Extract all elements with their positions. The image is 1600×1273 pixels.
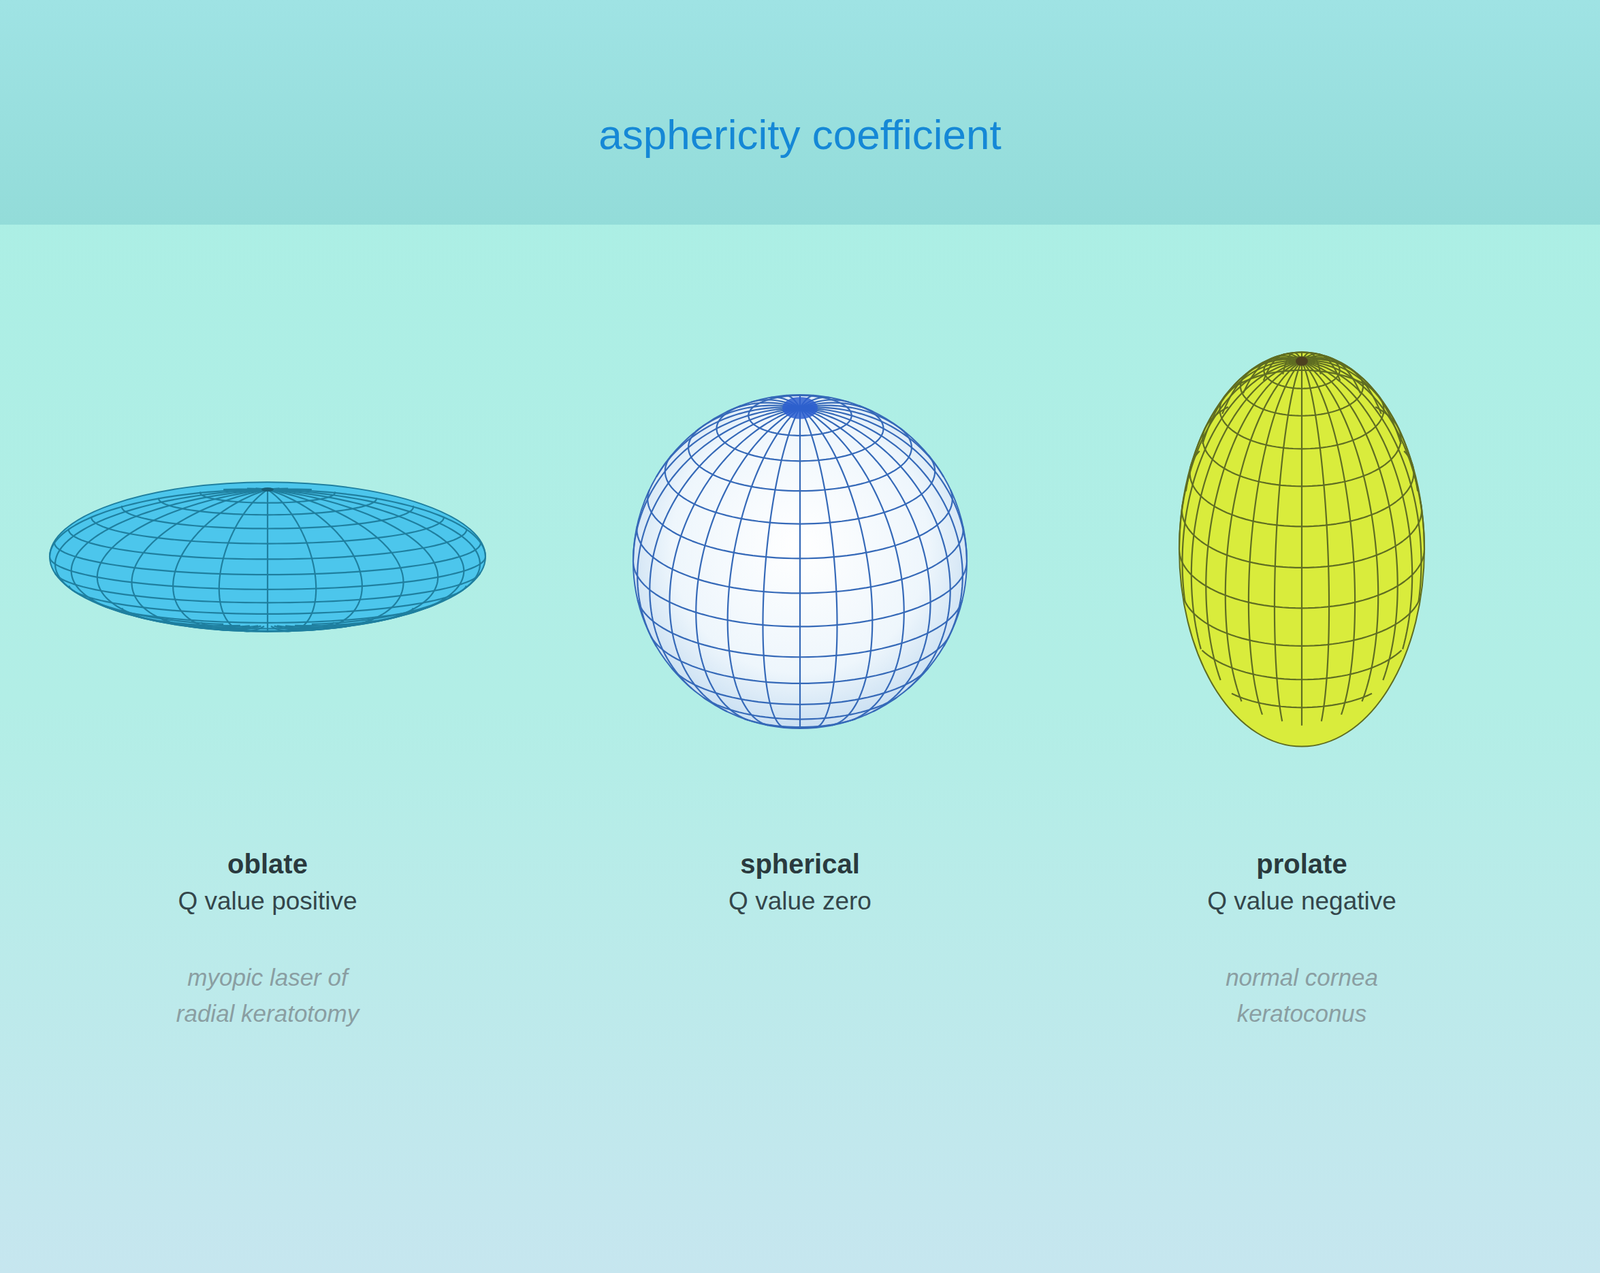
- grid-lines: [49, 488, 486, 632]
- slide-title: asphericity coefficient: [0, 108, 1600, 161]
- example-note: myopic laser of radial keratotomy: [155, 959, 380, 1032]
- shape-name: spherical: [561, 847, 1039, 881]
- grid-line: [91, 517, 444, 544]
- grid-line: [688, 427, 912, 491]
- example-note: normal cornea keratoconus: [1189, 959, 1415, 1032]
- pole-mark: [782, 396, 818, 419]
- grid-line: [744, 718, 856, 728]
- grid-line: [267, 489, 363, 631]
- grid-line: [649, 407, 800, 689]
- grid-line: [633, 561, 967, 627]
- grid-line: [799, 407, 801, 729]
- grid-line: [55, 489, 268, 625]
- grid-line: [1202, 407, 1401, 487]
- grid-line: [800, 407, 963, 647]
- grid-line: [748, 395, 852, 436]
- grid-line: [656, 407, 800, 477]
- grid-line: [1190, 450, 1415, 527]
- grid-line: [671, 667, 928, 704]
- grid-line: [267, 489, 480, 625]
- grid-line: [219, 489, 268, 632]
- grid-line: [695, 407, 800, 720]
- spheroid-outline: [1179, 352, 1425, 747]
- q-value: Q value positive: [29, 885, 506, 918]
- grid-line: [172, 489, 268, 631]
- grid-line: [1184, 600, 1419, 647]
- grid-line: [665, 455, 935, 525]
- spheroid-outline: [633, 394, 967, 729]
- q-value: Q value negative: [1063, 885, 1541, 918]
- grid-line: [121, 505, 414, 530]
- spheroid-illustration: [561, 320, 1039, 811]
- grid-line: [267, 489, 316, 632]
- grid-line: [200, 491, 335, 503]
- grid-line: [1301, 359, 1402, 444]
- grid-line: [1231, 693, 1372, 708]
- pole-mark: [261, 487, 274, 492]
- shape-name: prolate: [1063, 847, 1541, 881]
- grid-line: [1201, 650, 1402, 680]
- shape-panel: oblate Q value positive myopic laser of ra…: [29, 320, 506, 1032]
- grid-line: [1240, 356, 1364, 416]
- grid-line: [636, 526, 963, 594]
- grid-lines: [1179, 352, 1425, 726]
- q-value: Q value zero: [561, 885, 1039, 918]
- grid-line: [54, 572, 480, 603]
- grid-line: [703, 697, 897, 720]
- grid-line: [1191, 361, 1302, 650]
- grid-line: [1301, 360, 1418, 492]
- grid-line: [1220, 370, 1385, 449]
- shape-panel: spherical Q value zero: [561, 320, 1039, 918]
- spheroid-illustration: [1063, 320, 1541, 811]
- spheroid-outline: [49, 482, 486, 632]
- spheroid-illustration: [29, 320, 506, 811]
- shape-panel: prolate Q value negative normal cornea ker…: [1063, 320, 1541, 1032]
- grid-line: [800, 407, 951, 689]
- pole-mark: [1295, 356, 1308, 367]
- grid-line: [1301, 361, 1413, 650]
- grid-line: [91, 597, 444, 623]
- grid-line: [650, 636, 950, 684]
- grid-line: [800, 407, 944, 477]
- grid-lines: [633, 394, 967, 729]
- grid-line: [158, 497, 377, 515]
- grid-line: [1186, 360, 1302, 492]
- grid-line: [1301, 361, 1355, 715]
- grid-line: [1301, 361, 1421, 602]
- grid-line: [266, 489, 269, 632]
- grid-line: [762, 407, 800, 728]
- grid-line: [1263, 352, 1340, 389]
- grid-line: [1179, 549, 1425, 608]
- grid-line: [800, 407, 838, 728]
- shape-name: oblate: [29, 847, 506, 881]
- grid-line: [49, 556, 486, 590]
- grid-line: [1225, 361, 1302, 702]
- grid-line: [1181, 501, 1422, 568]
- grid-line: [1182, 361, 1302, 602]
